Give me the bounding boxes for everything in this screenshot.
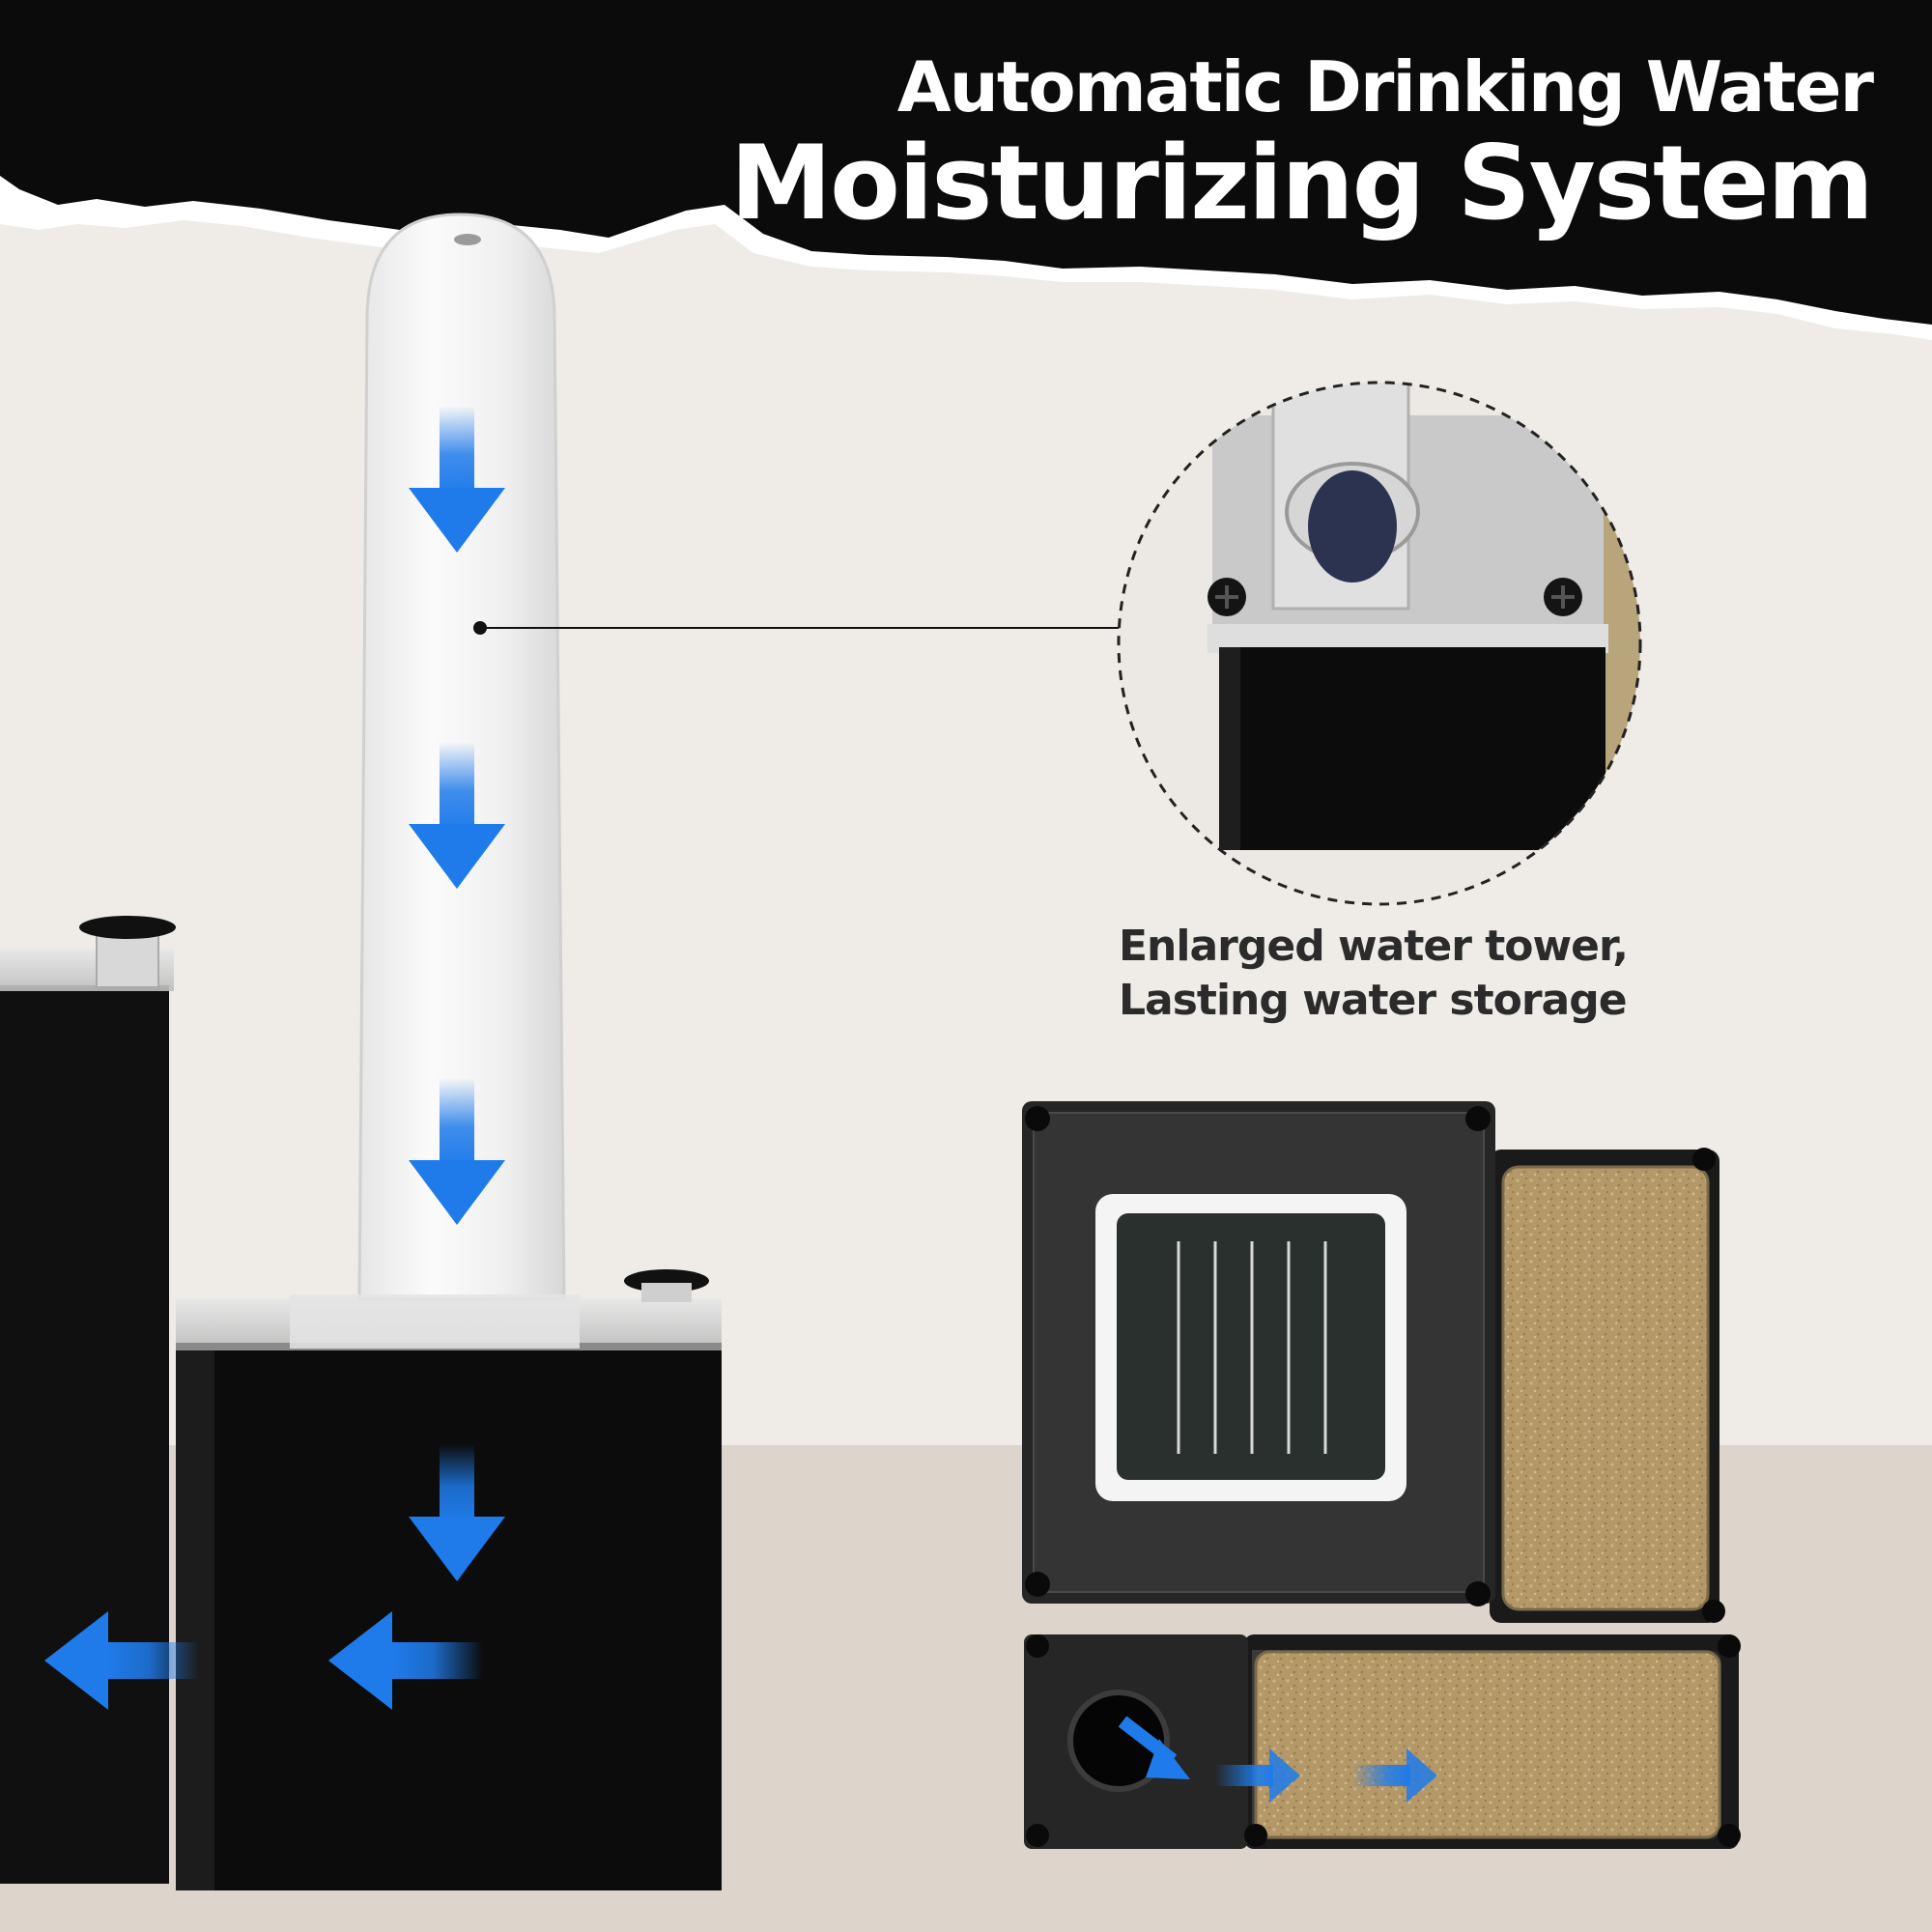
- flow-arrow-diagonal: [1118, 1716, 1190, 1779]
- habitat-top-view: [1022, 1101, 1741, 1849]
- flow-arrow-down-1: [409, 406, 505, 553]
- front-block-shade: [176, 1345, 214, 1890]
- zoom-circle-border: [1117, 381, 1642, 906]
- headline-line-2: Moisturizing System: [729, 124, 1874, 242]
- flow-arrow-left-1: [44, 1611, 199, 1710]
- tube-collar: [290, 1294, 580, 1349]
- flow-arrow-right-1: [1215, 1748, 1300, 1803]
- tube-top-hole: [454, 234, 481, 245]
- headline: Automatic Drinking Water Moisturizing Sy…: [729, 46, 1874, 242]
- flow-arrow-left-2: [328, 1611, 483, 1710]
- back-screw-cap: [79, 916, 176, 939]
- front-block: [176, 1345, 722, 1890]
- flow-arrow-down-3: [409, 1078, 505, 1225]
- flow-arrow-down-4: [409, 1444, 505, 1581]
- flow-arrow-right-2: [1352, 1748, 1437, 1803]
- caption-line-2: Lasting water storage: [1119, 976, 1628, 1025]
- caption-line-1: Enlarged water tower,: [1119, 922, 1629, 971]
- zoom-detail: [1119, 383, 1640, 904]
- back-block: [0, 985, 169, 1884]
- headline-line-1: Automatic Drinking Water: [896, 46, 1874, 128]
- torn-banner: [0, 0, 1932, 325]
- flow-arrow-down-2: [409, 742, 505, 889]
- front-screw-post: [641, 1283, 692, 1302]
- callout-caption: Enlarged water tower, Lasting water stor…: [1119, 920, 1660, 1028]
